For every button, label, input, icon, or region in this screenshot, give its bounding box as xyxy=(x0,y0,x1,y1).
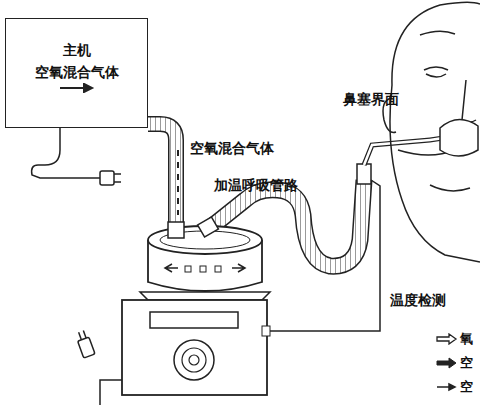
heater-base xyxy=(122,292,270,395)
patient-face xyxy=(383,2,480,262)
temperature-wire xyxy=(270,180,380,331)
power-cord xyxy=(100,380,122,405)
plug-symbol xyxy=(100,171,121,185)
legend-row: 空 xyxy=(436,378,480,396)
probe-port xyxy=(357,164,371,184)
part-label: 空氧混合气体 xyxy=(190,139,274,157)
legend-row: 空 xyxy=(436,354,480,372)
power-cord xyxy=(32,128,100,178)
gas-tube xyxy=(148,124,176,228)
part-label: 加温呼吸管路 xyxy=(214,176,298,194)
legend-text: 氧 xyxy=(460,330,473,348)
legend-arrow xyxy=(436,381,458,393)
gas-tube-outline xyxy=(148,124,176,228)
part-label: 鼻塞界面 xyxy=(343,90,399,108)
humidifier-chamber xyxy=(148,217,262,291)
flow-marks xyxy=(177,150,179,215)
plug-symbol xyxy=(75,329,95,358)
legend-text: 空 xyxy=(460,378,473,396)
legend-arrow xyxy=(436,333,458,345)
part-label: 温度检测 xyxy=(390,291,446,309)
box-text: 空氧混合气体 xyxy=(6,63,147,81)
legend-text: 空 xyxy=(460,354,473,372)
legend-arrow xyxy=(436,357,458,369)
box-title: 主机 xyxy=(6,41,147,59)
flow-arrow xyxy=(58,83,98,93)
host-box: 主机空氧混合气体 xyxy=(5,18,148,128)
legend-row: 氧 xyxy=(436,330,480,348)
